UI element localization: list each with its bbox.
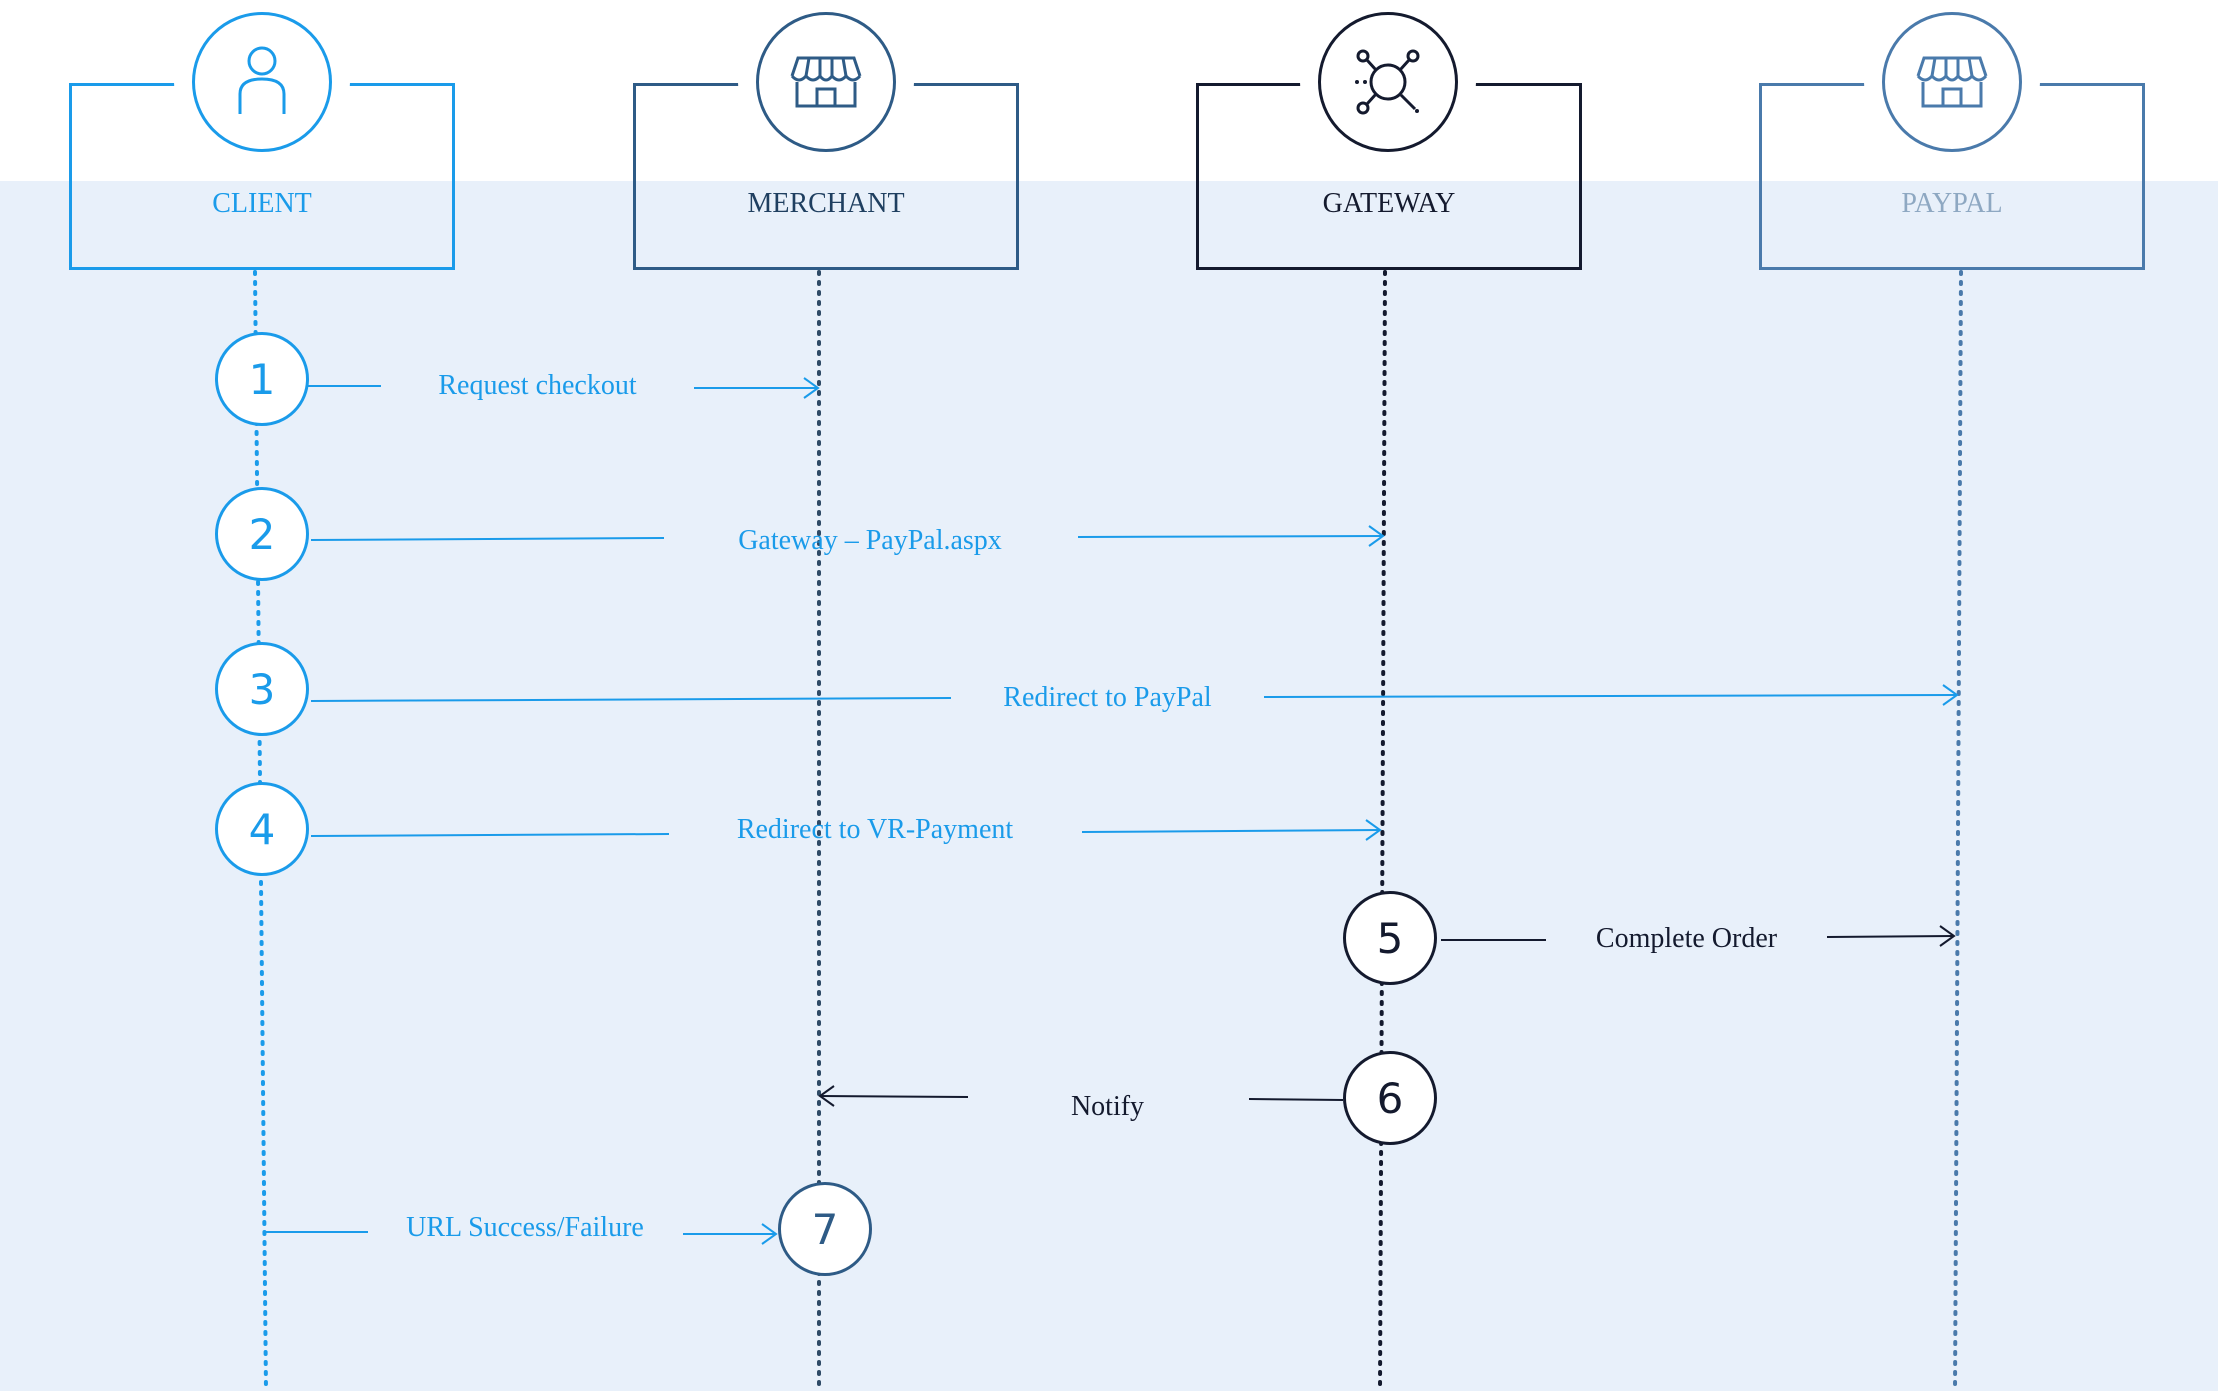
- arrow-7-head: [761, 1223, 778, 1245]
- arrow-3-tail: [310, 697, 952, 702]
- gateway-lifeline: [1378, 270, 1387, 1393]
- step-5-circle: 5: [1343, 891, 1437, 985]
- step-6-label: Notify: [1070, 1091, 1145, 1122]
- gateway-actor-icon-circle: [1318, 12, 1458, 152]
- arrow-2-tail: [310, 537, 665, 541]
- step-1-label: Request checkout: [438, 370, 637, 401]
- arrow-5-head-line: [1826, 935, 1955, 938]
- step-4-circle: 4: [215, 782, 309, 876]
- step-2-label: Gateway – PayPal.aspx: [738, 525, 1002, 556]
- step-1-circle: 1: [215, 332, 309, 426]
- arrow-6-head-line: [819, 1095, 969, 1098]
- client-actor-icon-circle: [192, 12, 332, 152]
- step-6-circle: 6: [1343, 1051, 1437, 1145]
- arrow-3-head: [1942, 684, 1959, 706]
- storefront-icon: [790, 56, 862, 108]
- step-2-circle: 2: [215, 487, 309, 581]
- step-3-circle: 3: [215, 642, 309, 736]
- step-3-label: Redirect to PayPal: [1003, 682, 1212, 713]
- lifeline-background: [0, 181, 2218, 1391]
- arrow-4-tail: [310, 833, 670, 837]
- arrow-5-head: [1939, 925, 1956, 947]
- arrow-6-head: [818, 1085, 835, 1107]
- arrow-2-head: [1368, 525, 1385, 547]
- storefront-icon: [1916, 56, 1988, 108]
- paypal-lifeline: [1953, 270, 1963, 1393]
- arrow-4-head-line: [1081, 829, 1381, 833]
- client-actor-name: CLIENT: [212, 188, 312, 219]
- gateway-actor-name: GATEWAY: [1322, 188, 1456, 219]
- merchant-actor-icon-circle: [756, 12, 896, 152]
- step-4-label: Redirect to VR-Payment: [736, 814, 1014, 845]
- person-icon: [238, 46, 286, 114]
- step-7-label: URL Success/Failure: [406, 1212, 644, 1243]
- paypal-actor-icon-circle: [1882, 12, 2022, 152]
- arrow-6-tail: [1248, 1098, 1344, 1101]
- arrow-1-head: [803, 377, 820, 399]
- arrow-3-head-line: [1263, 694, 1958, 698]
- arrow-2-head-line: [1077, 535, 1384, 538]
- arrow-4-head: [1365, 819, 1382, 841]
- network-hub-icon: [1355, 49, 1420, 115]
- step-7-circle: 7: [778, 1182, 872, 1276]
- step-5-label: Complete Order: [1595, 923, 1778, 954]
- merchant-actor-name: MERCHANT: [747, 188, 905, 219]
- paypal-actor-name: PAYPAL: [1901, 188, 2003, 219]
